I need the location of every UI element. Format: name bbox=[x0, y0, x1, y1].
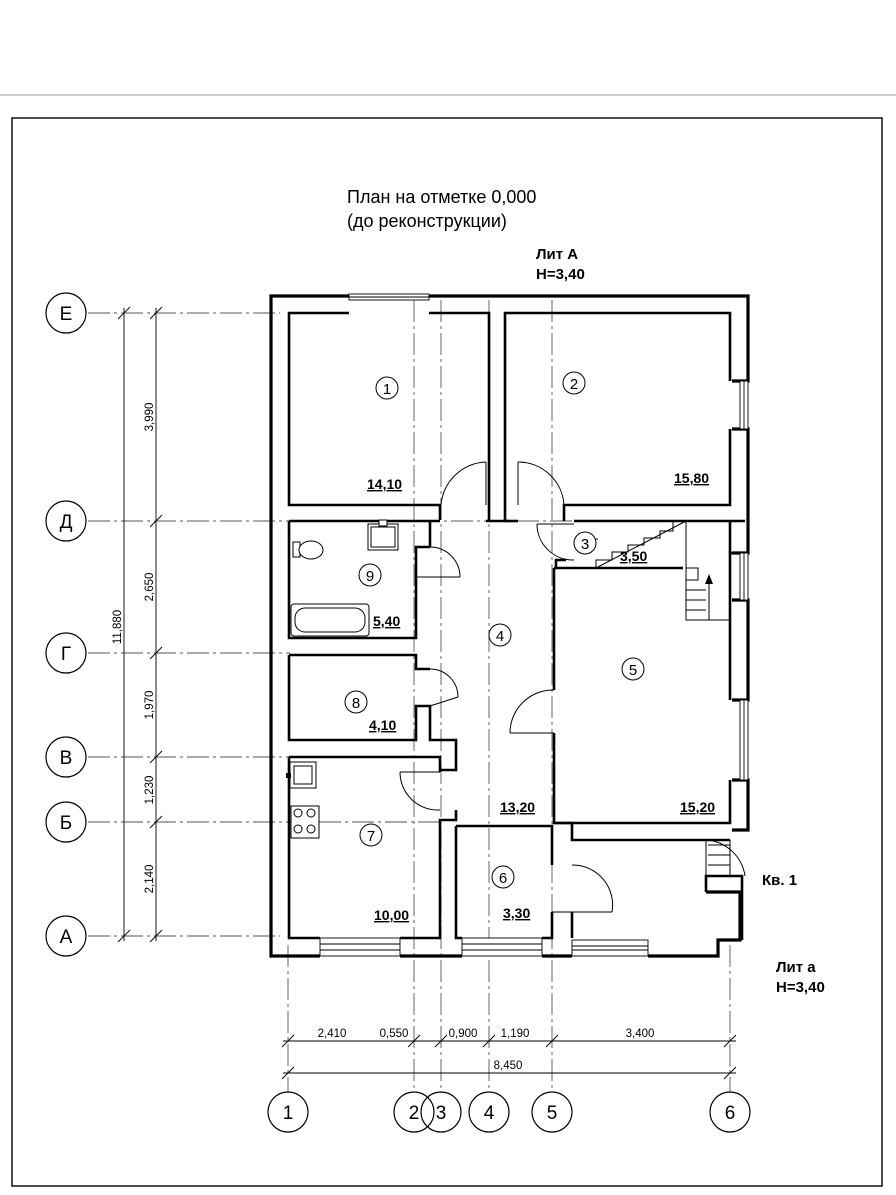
vdim-seg-4: 1,230 bbox=[144, 776, 156, 805]
room-area-4: 13,20 bbox=[500, 799, 535, 815]
room-number-7: 7 bbox=[359, 823, 383, 847]
vdim-seg-1: 3,990 bbox=[144, 403, 156, 432]
doors bbox=[399, 461, 746, 913]
room-number-3: 3 bbox=[573, 531, 597, 555]
lit-annex-name: Лит а bbox=[776, 959, 816, 976]
axis-marker-E: Е bbox=[45, 292, 87, 334]
apartment-label: Кв. 1 bbox=[762, 872, 797, 889]
hdim-seg-5: 3,400 bbox=[626, 1028, 655, 1040]
room-number-8: 8 bbox=[344, 690, 368, 714]
svg-text:1: 1 bbox=[383, 381, 391, 398]
svg-text:9: 9 bbox=[366, 568, 374, 585]
svg-text:4: 4 bbox=[484, 1103, 495, 1124]
axis-lines-vertical bbox=[287, 300, 731, 1093]
axis-marker-5: 5 bbox=[531, 1091, 573, 1133]
sheet-frame bbox=[11, 117, 883, 1187]
axis-marker-D: Д bbox=[45, 500, 87, 542]
svg-text:3: 3 bbox=[581, 536, 589, 553]
room-area-1: 14,10 bbox=[367, 476, 402, 492]
room-number-9: 9 bbox=[358, 563, 382, 587]
kitchen-stove bbox=[290, 805, 320, 839]
axis-marker-3: 3 bbox=[420, 1091, 462, 1133]
room-area-5: 15,20 bbox=[680, 799, 715, 815]
horizontal-dimension-chain bbox=[281, 1034, 737, 1080]
room-area-3: 3,50 bbox=[620, 548, 647, 564]
vdim-seg-3: 1,970 bbox=[144, 691, 156, 720]
svg-text:4: 4 bbox=[496, 628, 504, 645]
room-number-2: 2 bbox=[562, 371, 586, 395]
room-area-8: 4,10 bbox=[369, 717, 396, 733]
hdim-total: 8,450 bbox=[494, 1060, 523, 1072]
svg-text:1: 1 bbox=[283, 1103, 294, 1124]
kitchen-sink bbox=[286, 761, 317, 789]
lit-main-name: Лит А bbox=[536, 246, 578, 263]
axis-marker-1: 1 bbox=[267, 1091, 309, 1133]
vdim-seg-5: 2,140 bbox=[144, 865, 156, 894]
axis-marker-6: 6 bbox=[709, 1091, 751, 1133]
svg-text:Г: Г bbox=[61, 644, 71, 665]
svg-text:А: А bbox=[60, 927, 73, 948]
room-number-5: 5 bbox=[621, 657, 645, 681]
svg-text:7: 7 bbox=[367, 828, 375, 845]
svg-text:3: 3 bbox=[436, 1103, 447, 1124]
room-area-6: 3,30 bbox=[503, 905, 530, 921]
svg-text:8: 8 bbox=[352, 695, 360, 712]
bathtub bbox=[290, 603, 370, 637]
axis-marker-4: 4 bbox=[468, 1091, 510, 1133]
room-area-7: 10,00 bbox=[374, 907, 409, 923]
lit-main-height: H=3,40 bbox=[536, 266, 585, 283]
hdim-seg-1: 2,410 bbox=[318, 1028, 347, 1040]
room-number-1: 1 bbox=[375, 376, 399, 400]
room-area-2: 15,80 bbox=[674, 470, 709, 486]
bathroom-sink bbox=[367, 519, 399, 551]
vdim-total: 11,880 bbox=[112, 610, 124, 644]
axis-marker-A: А bbox=[45, 915, 87, 957]
svg-text:Д: Д bbox=[60, 512, 73, 533]
svg-text:В: В bbox=[60, 748, 73, 769]
hdim-seg-2: 0,550 bbox=[380, 1028, 409, 1040]
axis-marker-B: Б bbox=[45, 801, 87, 843]
windows bbox=[319, 293, 749, 957]
room-number-4: 4 bbox=[488, 623, 512, 647]
vertical-dimension-chain bbox=[117, 306, 163, 943]
lit-annex-height: H=3,40 bbox=[776, 979, 825, 996]
room-area-9: 5,40 bbox=[373, 613, 400, 629]
axis-marker-2: 2 bbox=[393, 1091, 435, 1133]
hdim-seg-4: 1,190 bbox=[501, 1028, 530, 1040]
svg-text:6: 6 bbox=[499, 870, 507, 887]
svg-text:Е: Е bbox=[60, 304, 73, 325]
svg-text:6: 6 bbox=[725, 1103, 736, 1124]
plan-title-line2: (до реконструкции) bbox=[347, 211, 507, 231]
svg-text:Б: Б bbox=[60, 813, 72, 834]
toilet bbox=[292, 540, 324, 560]
svg-text:2: 2 bbox=[570, 376, 578, 393]
plan-title-line1: План на отметке 0,000 bbox=[347, 187, 536, 207]
svg-text:2: 2 bbox=[409, 1103, 420, 1124]
axis-marker-G: Г bbox=[45, 632, 87, 674]
vdim-seg-2: 2,650 bbox=[144, 573, 156, 602]
svg-text:5: 5 bbox=[547, 1103, 558, 1124]
svg-text:5: 5 bbox=[629, 662, 637, 679]
room-number-6: 6 bbox=[491, 865, 515, 889]
axis-marker-V: В bbox=[45, 736, 87, 778]
hdim-seg-3: 0,900 bbox=[449, 1028, 478, 1040]
